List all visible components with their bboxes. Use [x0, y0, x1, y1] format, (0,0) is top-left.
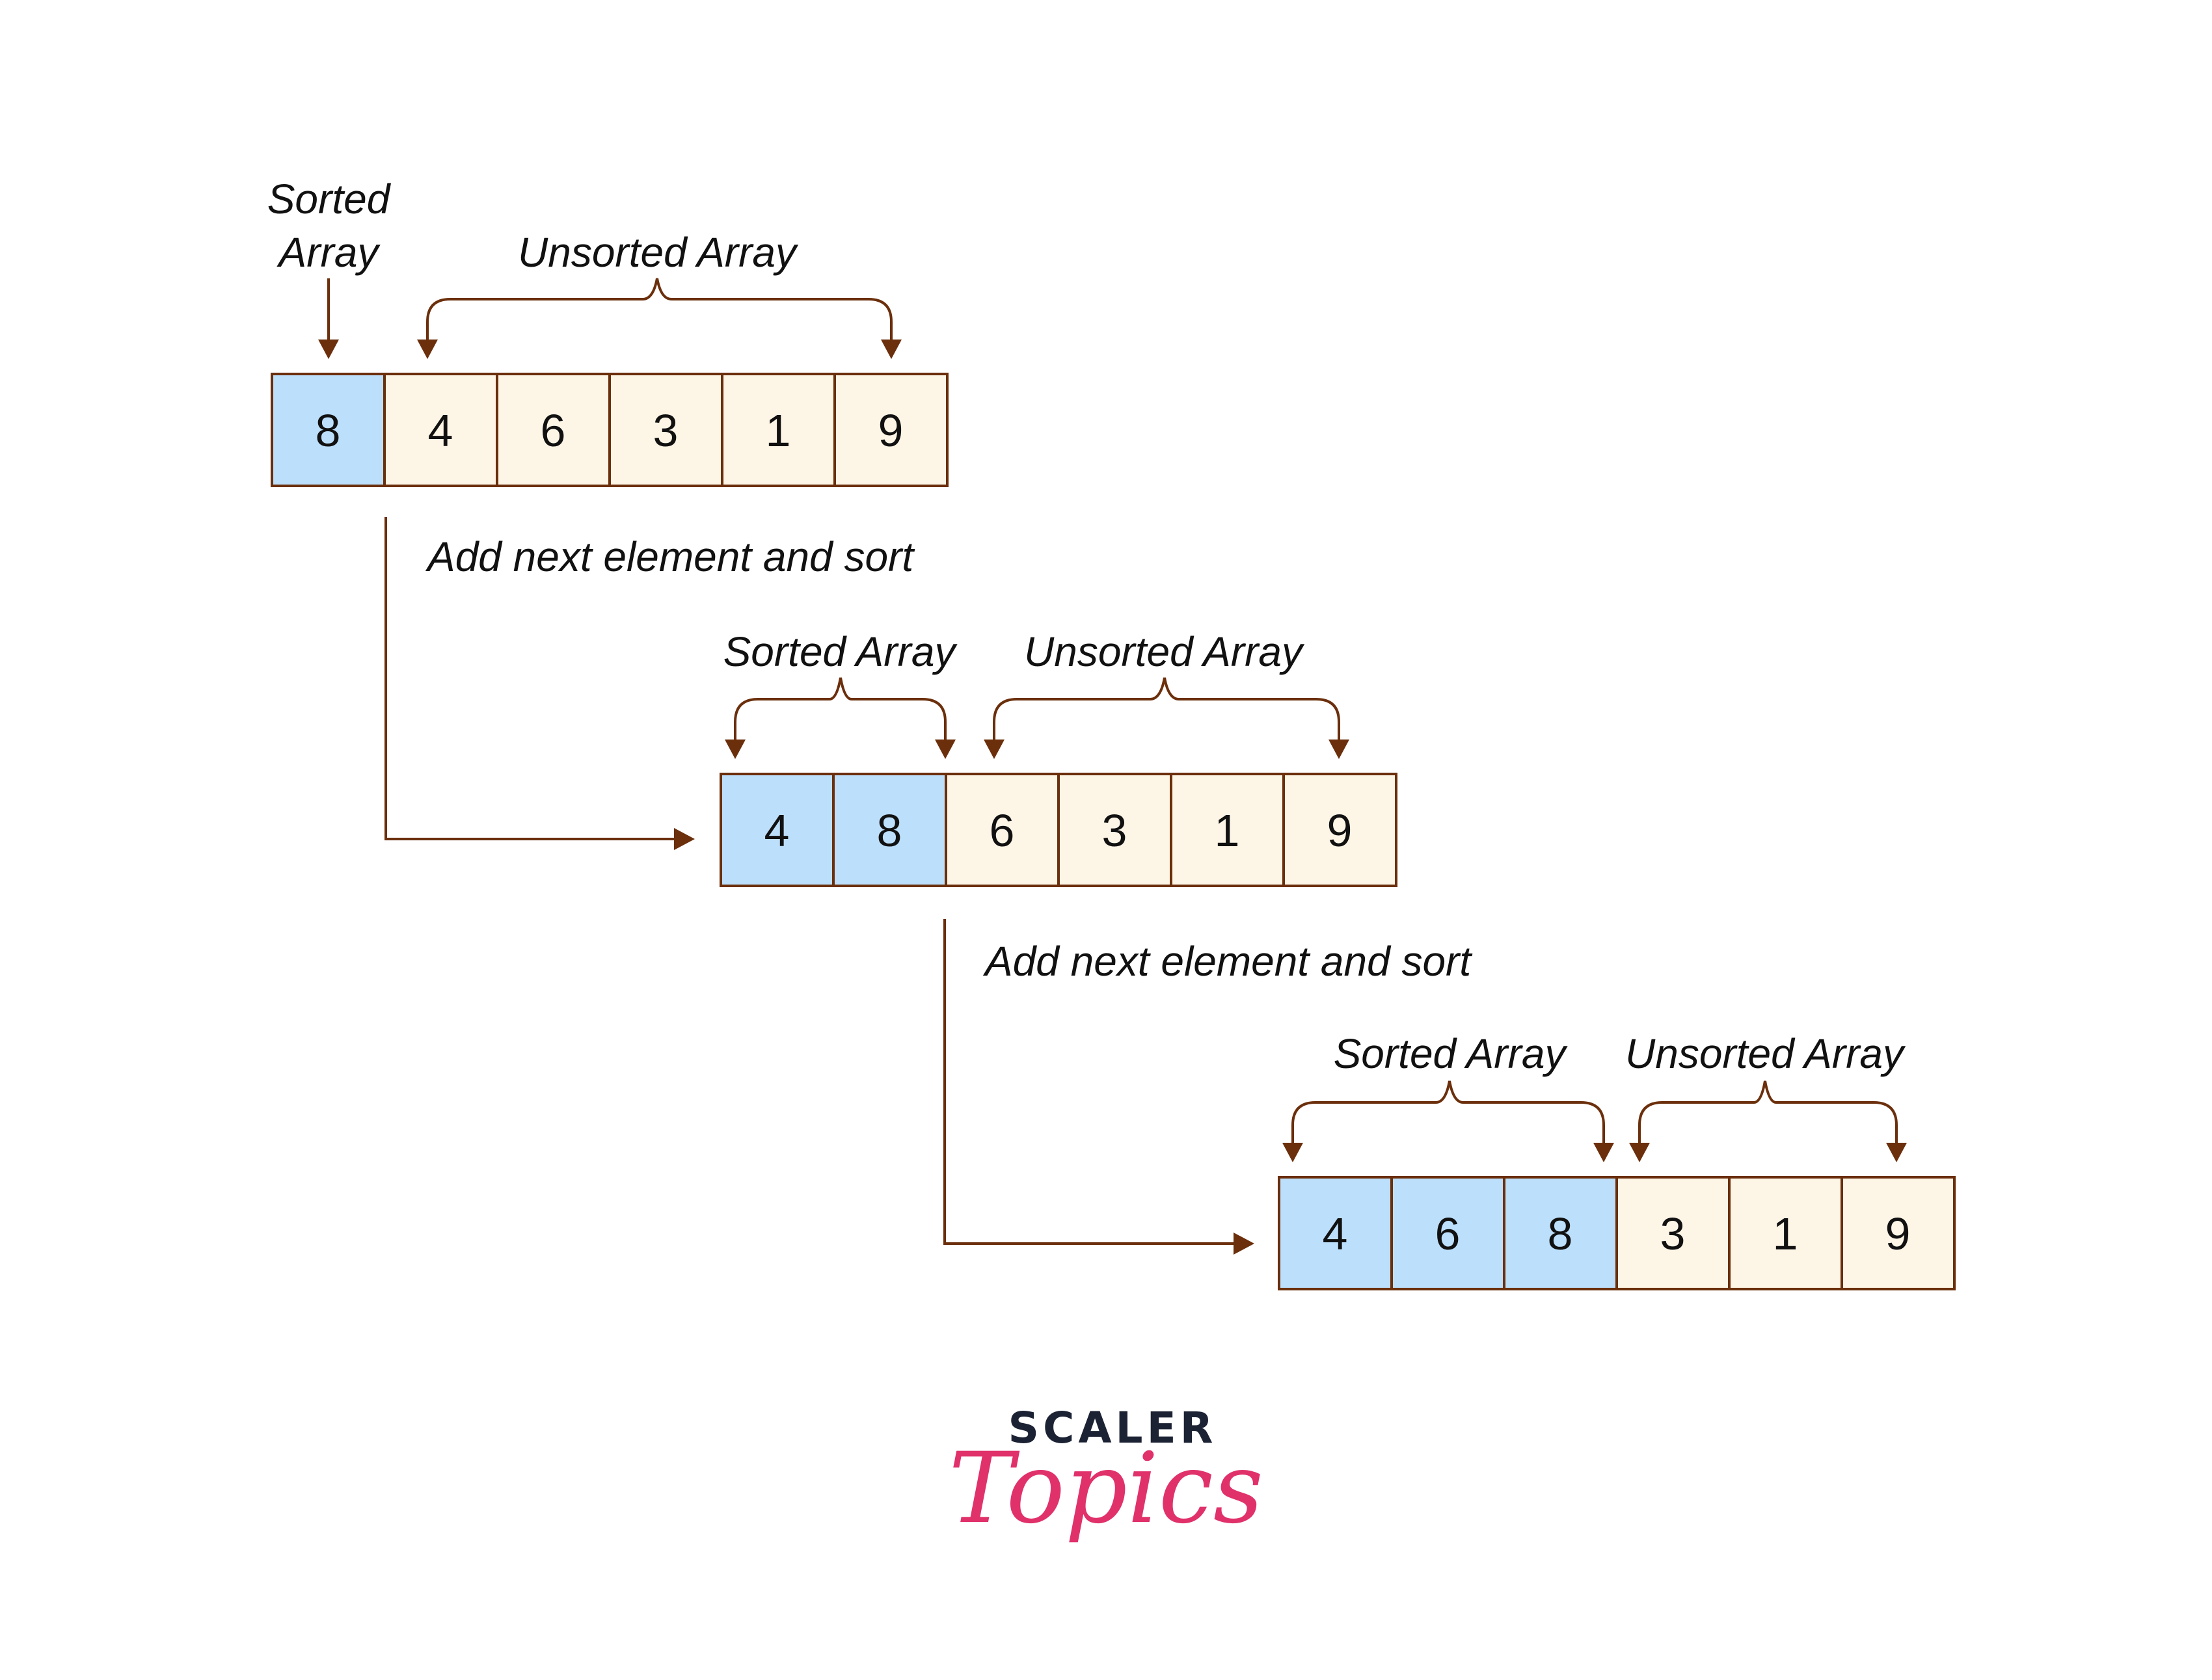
cell-value: 3: [1102, 805, 1127, 856]
arrowhead-icon: [725, 740, 746, 759]
cell-value: 3: [1660, 1208, 1686, 1259]
unsorted-label: Unsorted Array: [1625, 1030, 1906, 1077]
array-cell-unsorted: [1057, 773, 1172, 887]
cell-value: 1: [766, 405, 791, 456]
arrowhead-icon: [674, 828, 695, 850]
cell-value: 6: [990, 805, 1015, 856]
transition-arrow: [384, 517, 680, 840]
cell-value: 4: [428, 405, 453, 456]
sorted-label: Sorted Array: [1334, 1030, 1569, 1077]
array-cell-unsorted: [1615, 1176, 1731, 1290]
sorted-label-line2: Array: [276, 229, 381, 276]
unsorted-brace: [1638, 1080, 1898, 1145]
cell-value: 1: [1773, 1208, 1798, 1259]
cell-value: 9: [1327, 805, 1353, 856]
sorted-brace: [734, 677, 947, 741]
unsorted-label: Unsorted Array: [518, 229, 799, 276]
scaler-topics-logo: SCALER Topics: [949, 1403, 1263, 1545]
arrowhead-icon: [1593, 1143, 1614, 1162]
arrowhead-icon: [417, 340, 438, 359]
arrowhead-icon: [1234, 1233, 1254, 1255]
step-1: Sorted Array Unsorted Array 8 4 6 3 1 9 …: [267, 176, 949, 850]
array-cell-sorted: [1278, 1176, 1393, 1290]
array-cell-unsorted: [1728, 1176, 1843, 1290]
cell-value: 6: [541, 405, 566, 456]
array-cell-unsorted: [833, 373, 949, 487]
arrowhead-icon: [935, 740, 956, 759]
arrowhead-icon: [881, 340, 902, 359]
transition-arrow: [943, 919, 1239, 1245]
step-3: Sorted Array Unsorted Array 4 6 8 3 1 9: [1278, 1030, 1956, 1290]
logo-line2: Topics: [949, 1432, 1263, 1545]
array-cell-unsorted: [496, 373, 611, 487]
arrowhead-icon: [984, 740, 1005, 759]
sorted-label: Sorted Array: [723, 628, 958, 675]
transition-label: Add next element and sort: [982, 938, 1472, 985]
array-cell-unsorted: [1841, 1176, 1956, 1290]
cell-value: 3: [653, 405, 679, 456]
array-cell-unsorted: [1170, 773, 1285, 887]
array-cell-unsorted: [383, 373, 498, 487]
array-cell-sorted: [832, 773, 947, 887]
step-2: Sorted Array Unsorted Array 4 8 6 3 1 9 …: [720, 628, 1472, 1255]
array-row: 8 4 6 3 1 9: [271, 373, 949, 487]
cell-value: 1: [1215, 805, 1240, 856]
cell-value: 8: [316, 405, 341, 456]
arrowhead-icon: [1886, 1143, 1907, 1162]
array-cell-unsorted: [1282, 773, 1397, 887]
cell-value: 9: [878, 405, 904, 456]
array-cell-sorted: [1503, 1176, 1618, 1290]
cell-value: 8: [877, 805, 902, 856]
cell-value: 4: [764, 805, 790, 856]
array-row: 4 8 6 3 1 9: [720, 773, 1397, 887]
cell-value: 8: [1548, 1208, 1573, 1259]
sorted-label-line1: Sorted: [267, 176, 392, 222]
cell-value: 9: [1885, 1208, 1911, 1259]
sorted-brace: [1291, 1080, 1605, 1145]
arrowhead-icon: [318, 340, 339, 359]
unsorted-brace: [426, 278, 893, 341]
arrowhead-icon: [1629, 1143, 1650, 1162]
logo-line1: SCALER: [1008, 1403, 1217, 1453]
array-cell-sorted: [1390, 1176, 1505, 1290]
transition-label: Add next element and sort: [425, 533, 915, 580]
unsorted-label: Unsorted Array: [1024, 628, 1305, 675]
array-row: 4 6 8 3 1 9: [1278, 1176, 1956, 1290]
cell-value: 4: [1323, 1208, 1348, 1259]
array-cell-sorted: [720, 773, 835, 887]
arrowhead-icon: [1282, 1143, 1303, 1162]
cell-value: 6: [1435, 1208, 1461, 1259]
unsorted-brace: [993, 677, 1340, 741]
array-cell-unsorted: [945, 773, 1060, 887]
arrowhead-icon: [1329, 740, 1349, 759]
